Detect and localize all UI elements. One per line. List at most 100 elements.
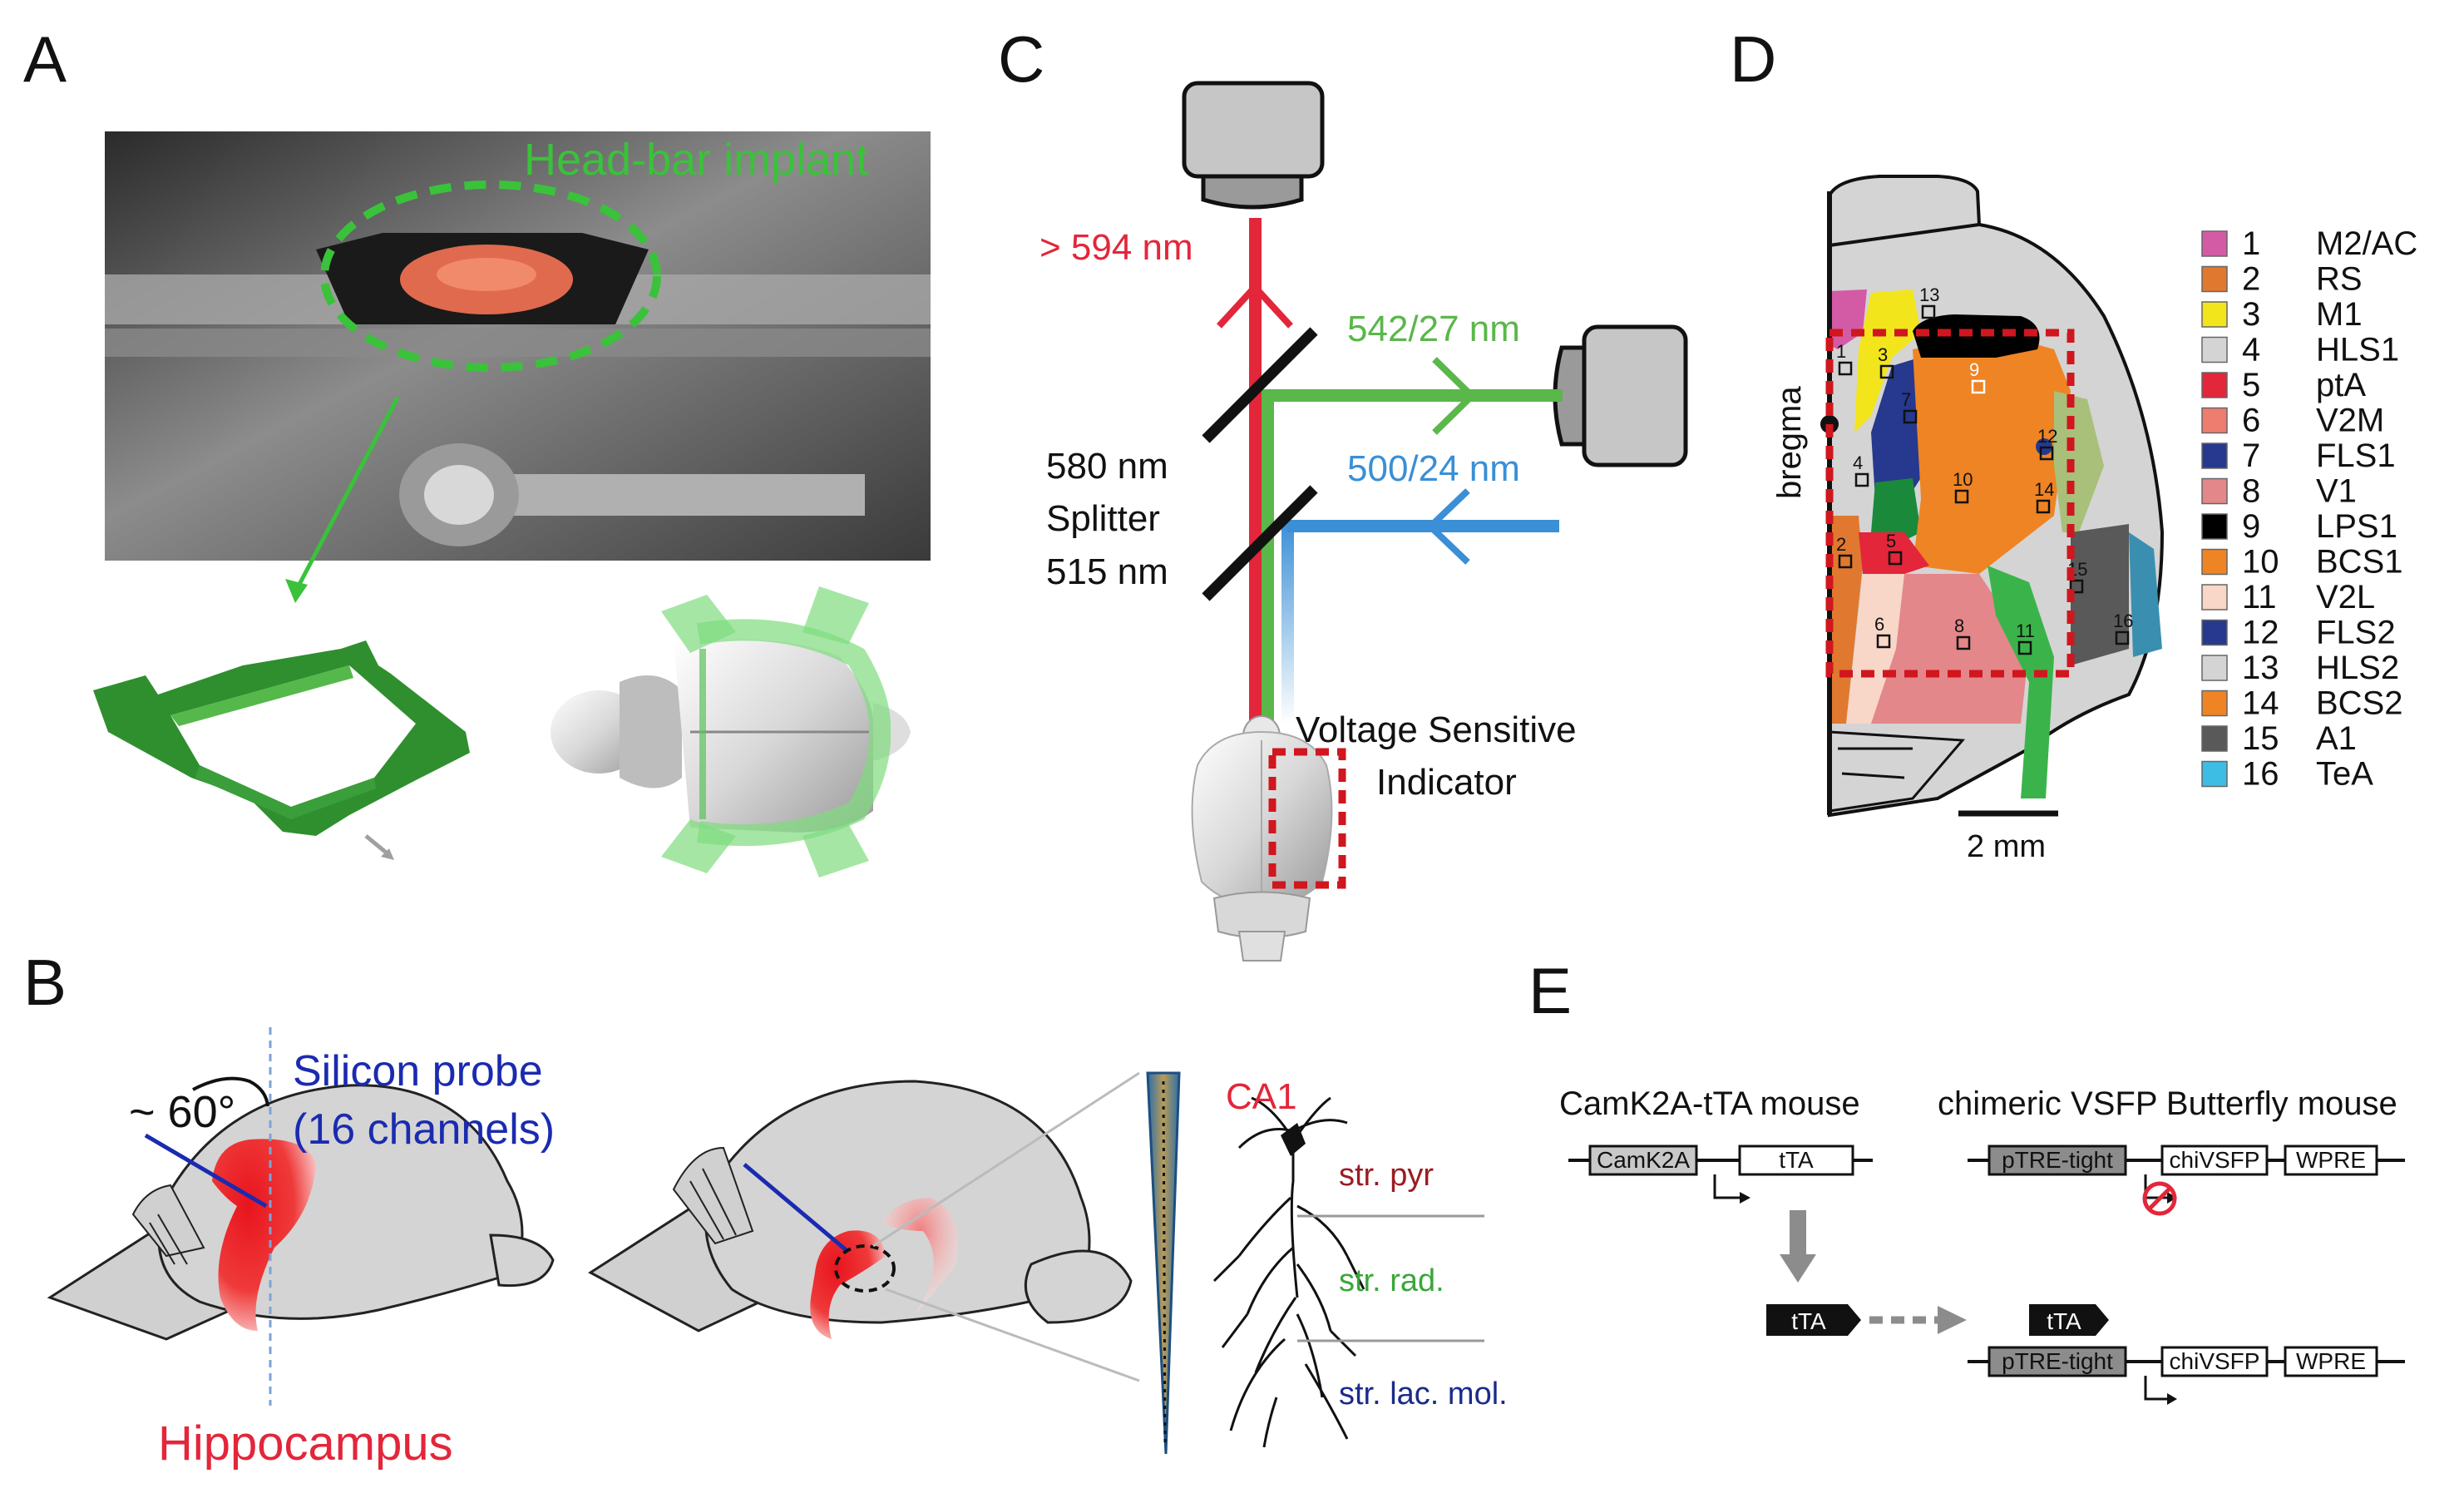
wpre-box — [2284, 1144, 2378, 1176]
legend-swatch-16 — [2201, 760, 2228, 788]
dichroic-mirror-1 — [1202, 327, 1318, 443]
panel-b: ~ 60° Silicon probe (16 channels) Hippoc… — [47, 1027, 1508, 1471]
roi-marker-15 — [2069, 579, 2084, 594]
legend-swatch-3 — [2201, 301, 2228, 328]
tta-protein-tag — [1766, 1304, 1861, 1336]
panel-label-d: D — [1730, 22, 1776, 96]
camera-green — [1553, 324, 1688, 467]
vsfp-construct-inactive: pTRE-tight chiVSFP WPRE — [1968, 1144, 2405, 1216]
bregma-label: bregma — [1771, 386, 1808, 499]
splitter-580-label: 580 nm — [1046, 446, 1168, 487]
legend-swatch-1 — [2201, 230, 2228, 257]
legend-number-5: 5 — [2242, 367, 2260, 403]
red-arrow — [1217, 282, 1293, 329]
wpre-box-label: WPRE — [2296, 1147, 2366, 1173]
legend-name-13: HLS2 — [2316, 650, 2399, 686]
panel-e: CamK2A-tTA mouse chimeric VSFP Butterfly… — [1559, 1085, 2405, 1405]
roi-marker-13 — [1921, 304, 1936, 319]
legend-swatch-11 — [2201, 584, 2228, 611]
red-beam — [1249, 218, 1262, 725]
blocked-icon — [2142, 1181, 2177, 1216]
panel-label-a: A — [23, 22, 67, 96]
roi-number-14: 14 — [2034, 479, 2054, 500]
roi-number-2: 2 — [1836, 534, 1846, 555]
legend-swatch-6 — [2201, 407, 2228, 434]
legend-name-5: ptA — [2316, 367, 2366, 403]
chivsfp-box-active — [2160, 1346, 2269, 1377]
down-arrow-shaft — [1790, 1210, 1806, 1257]
legend-number-15: 15 — [2242, 720, 2279, 757]
tta-bound-tag — [2029, 1304, 2109, 1336]
roi-number-10: 10 — [1953, 469, 1973, 490]
legend-swatch-13 — [2201, 655, 2228, 681]
roi-marker-10 — [1954, 489, 1969, 504]
wpre-box-active — [2284, 1346, 2378, 1377]
down-arrow-head — [1780, 1254, 1816, 1283]
legend-number-2: 2 — [2242, 261, 2260, 298]
camk2a-box — [1588, 1144, 1698, 1176]
legend-entry-5: 5 ptA — [2201, 367, 2366, 403]
roi-number-16: 16 — [2113, 611, 2133, 631]
legend-number-10: 10 — [2242, 544, 2279, 581]
panel-label-e: E — [1528, 954, 1572, 1027]
legend-name-6: V2M — [2316, 403, 2384, 439]
ca1-neuron — [1212, 1096, 1365, 1448]
legend-name-8: V1 — [2316, 473, 2357, 510]
legend-name-12: FLS2 — [2316, 615, 2396, 651]
probe-angle-label: ~ 60° — [129, 1087, 235, 1137]
tta-box — [1738, 1144, 1854, 1176]
legend-entry-6: 6 V2M — [2201, 403, 2384, 439]
roi-number-7: 7 — [1901, 389, 1911, 410]
head-bar-photo — [105, 131, 931, 561]
legend-swatch-10 — [2201, 548, 2228, 576]
mouse-brain-top — [1191, 715, 1333, 962]
roi-marker-1 — [1838, 361, 1853, 376]
green-arrow — [1432, 357, 1477, 435]
legend-name-14: BCS2 — [2316, 685, 2403, 722]
blue-filter-label: 500/24 nm — [1347, 448, 1520, 489]
panel-label-b: B — [23, 946, 67, 1019]
chivsfp-box-label: chiVSFP — [2170, 1147, 2260, 1173]
legend-swatch-4 — [2201, 336, 2228, 363]
brain-side-view-1 — [47, 1027, 555, 1406]
probe-label-line1: Silicon probe — [293, 1047, 543, 1095]
camk2a-construct: CamK2A tTA — [1568, 1144, 1873, 1204]
roi-number-11: 11 — [2016, 620, 2035, 641]
tta-bound-label: tTA — [2047, 1308, 2081, 1334]
brain-side-view-2 — [588, 1071, 1140, 1382]
legend-swatch-9 — [2201, 513, 2228, 540]
chivsfp-box — [2160, 1144, 2269, 1176]
roi-marker-16 — [2115, 630, 2130, 645]
green-beam-vertical — [1262, 389, 1274, 725]
roi-marker-4 — [1854, 472, 1869, 487]
layer-label-rad: str. rad. — [1339, 1263, 1444, 1298]
legend-number-9: 9 — [2242, 508, 2260, 545]
panel-a: Head-bar implant — [93, 131, 931, 878]
legend-name-3: M1 — [2316, 296, 2363, 333]
probe-label-line2: (16 channels) — [293, 1105, 555, 1154]
ptre-box-label: pTRE-tight — [2002, 1147, 2113, 1173]
legend-swatch-7 — [2201, 442, 2228, 469]
implant-highlight-ellipse — [320, 180, 661, 372]
legend-number-6: 6 — [2242, 403, 2260, 439]
blue-arrow — [1425, 488, 1470, 565]
ptre-box-active-label: pTRE-tight — [2002, 1348, 2113, 1374]
dashed-arrow-head — [1938, 1306, 1967, 1334]
legend-name-4: HLS1 — [2316, 332, 2399, 368]
roi-marker-3 — [1879, 364, 1894, 379]
roi-number-13: 13 — [1919, 284, 1939, 305]
brain-top-view-with-implant — [551, 586, 911, 878]
legend-name-11: V2L — [2316, 579, 2375, 615]
vsfp-mouse-label: chimeric VSFP Butterfly mouse — [1938, 1085, 2397, 1122]
legend-number-14: 14 — [2242, 685, 2279, 722]
